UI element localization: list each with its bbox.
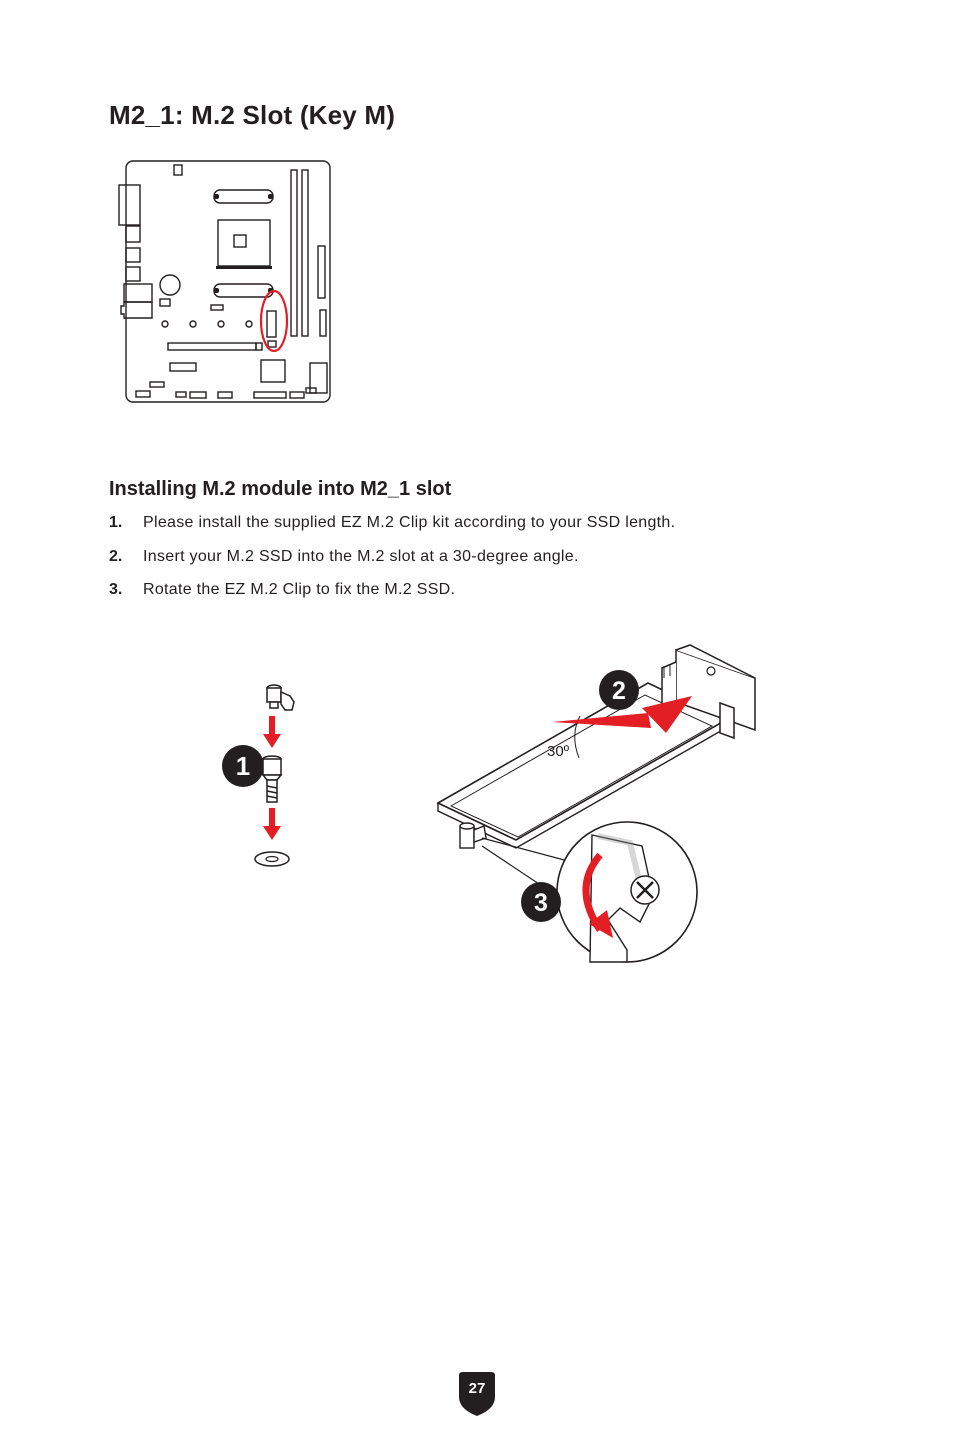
- header: [210, 304, 224, 311]
- dimm-slot: [290, 169, 298, 337]
- io-port: [125, 266, 141, 282]
- m2-connector: [661, 644, 756, 740]
- cpu-socket-marker: [233, 234, 247, 248]
- io-port: [118, 184, 141, 226]
- page-number: 27: [468, 1380, 486, 1397]
- ez-clip: [266, 687, 282, 703]
- ssd-insertion: 30º 2: [436, 644, 756, 849]
- section-heading: Installing M.2 module into M2_1 slot: [109, 478, 452, 500]
- installed-clip: [459, 822, 487, 849]
- step-badge-1-label: 1: [236, 751, 250, 781]
- header: [289, 391, 305, 399]
- shield-icon: [459, 1372, 495, 1416]
- sata-port: [309, 362, 328, 394]
- step-badge-3: [521, 882, 561, 922]
- step-number: 1.: [109, 514, 123, 531]
- atx-power: [317, 245, 326, 299]
- list-item: 2. Insert your M.2 SSD into the M.2 slot…: [109, 546, 675, 580]
- step-number: 2.: [109, 547, 123, 565]
- motherboard-diagram: [118, 160, 331, 403]
- io-port: [120, 301, 153, 319]
- m2-slot: [266, 310, 277, 338]
- dimm-slot: [301, 169, 309, 337]
- battery: [159, 274, 181, 296]
- clip-rotation: 3: [459, 821, 698, 963]
- header: [159, 298, 171, 307]
- step-badge-3-label: 3: [534, 889, 548, 917]
- header: [149, 381, 165, 388]
- header: [175, 391, 187, 398]
- io-port: [125, 225, 141, 243]
- mount-hole: [217, 320, 225, 328]
- clip-kit-assembly: 1: [222, 684, 295, 867]
- cpu-socket: [217, 219, 271, 267]
- page-title: M2_1: M.2 Slot (Key M): [109, 100, 396, 130]
- step-text: Rotate the EZ M.2 Clip to fix the M.2 SS…: [143, 581, 456, 598]
- header: [135, 390, 151, 398]
- list-item: 1. Please install the supplied EZ M.2 Cl…: [109, 512, 675, 546]
- io-port: [123, 283, 153, 303]
- header: [173, 164, 183, 176]
- cpu-retention-bracket: [213, 283, 274, 298]
- angle-label: 30º: [547, 743, 570, 760]
- io-port: [125, 247, 141, 263]
- header: [253, 391, 287, 399]
- m2-slot-highlight: [259, 289, 289, 353]
- step-badge-1: [222, 745, 264, 787]
- m2-install-illustration: 1: [222, 644, 756, 963]
- standoff-screw: [262, 758, 282, 776]
- cpu-retention-bracket: [213, 189, 274, 204]
- arrow-insert-icon: [642, 696, 692, 733]
- m2-connector: [267, 340, 277, 348]
- header: [169, 362, 197, 372]
- header: [305, 387, 317, 394]
- step-text: Insert your M.2 SSD into the M.2 slot at…: [143, 547, 579, 565]
- page-number-badge: 27: [457, 1371, 497, 1417]
- pcie-slot: [167, 342, 257, 351]
- header: [217, 391, 233, 399]
- mount-hole: [245, 320, 253, 328]
- mount-hole: [189, 320, 197, 328]
- screw-x-icon: [636, 881, 654, 899]
- header: [189, 391, 207, 399]
- sata-port: [319, 309, 327, 337]
- step-badge-2: [599, 670, 639, 710]
- board-outline: [125, 160, 331, 403]
- mount-hole: [161, 320, 169, 328]
- step-number: 3.: [109, 581, 123, 598]
- list-item: 3. Rotate the EZ M.2 Clip to fix the M.2…: [109, 579, 675, 613]
- chipset: [260, 359, 286, 383]
- install-steps-list: 1. Please install the supplied EZ M.2 Cl…: [109, 512, 675, 613]
- pcie-latch: [255, 342, 263, 351]
- step-badge-2-label: 2: [612, 677, 626, 705]
- step-text: Please install the supplied EZ M.2 Clip …: [143, 514, 676, 531]
